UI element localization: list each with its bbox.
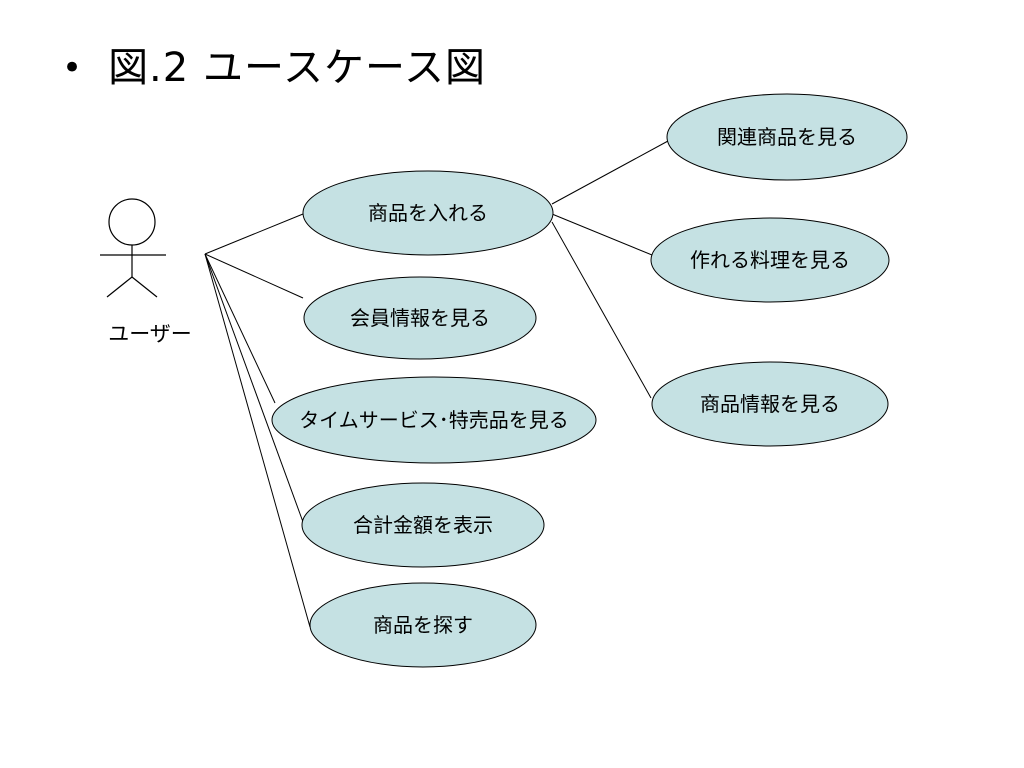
assoc-search-item xyxy=(204,253,311,628)
slide-title: • 図.2 ユースケース図 xyxy=(62,38,486,98)
assoc-timesale xyxy=(204,253,276,404)
extension-associations xyxy=(551,140,669,399)
use-case-put-item-label: 商品を入れる xyxy=(368,201,488,225)
use-case-put-item: 商品を入れる xyxy=(302,170,554,256)
assoc-put-item xyxy=(204,213,304,255)
use-case-member-info-label: 会員情報を見る xyxy=(350,306,490,330)
use-case-related-items: 関連商品を見る xyxy=(666,93,908,181)
use-case-recipes-label: 作れる料理を見る xyxy=(690,248,850,272)
use-case-timesale: タイムサービス･特売品を見る xyxy=(271,376,597,464)
use-case-member-info: 会員情報を見る xyxy=(303,276,537,360)
use-case-related-items-label: 関連商品を見る xyxy=(717,125,857,149)
assoc-recipes xyxy=(551,213,653,256)
assoc-total-amount xyxy=(204,253,304,523)
assoc-related-items xyxy=(551,140,669,205)
actor-associations xyxy=(204,213,311,628)
use-case-item-info-label: 商品情報を見る xyxy=(700,392,840,416)
actor-head xyxy=(108,198,156,246)
use-case-total-amount: 合計金額を表示 xyxy=(301,482,545,568)
actor-right-leg xyxy=(131,276,158,298)
actor-figure xyxy=(100,198,166,298)
actor-left-leg xyxy=(106,276,133,298)
use-case-item-info: 商品情報を見る xyxy=(651,361,889,447)
assoc-item-info xyxy=(551,221,652,399)
use-case-search-item: 商品を探す xyxy=(309,582,537,668)
use-case-timesale-label: タイムサービス･特売品を見る xyxy=(299,408,569,432)
assoc-member-info xyxy=(204,253,304,299)
title-bullet: • xyxy=(62,48,83,88)
title-text: 図.2 ユースケース図 xyxy=(108,45,486,91)
actor-label: ユーザー xyxy=(108,322,192,346)
use-case-recipes: 作れる料理を見る xyxy=(650,217,890,303)
use-case-total-amount-label: 合計金額を表示 xyxy=(353,513,493,537)
use-case-search-item-label: 商品を探す xyxy=(373,613,473,637)
